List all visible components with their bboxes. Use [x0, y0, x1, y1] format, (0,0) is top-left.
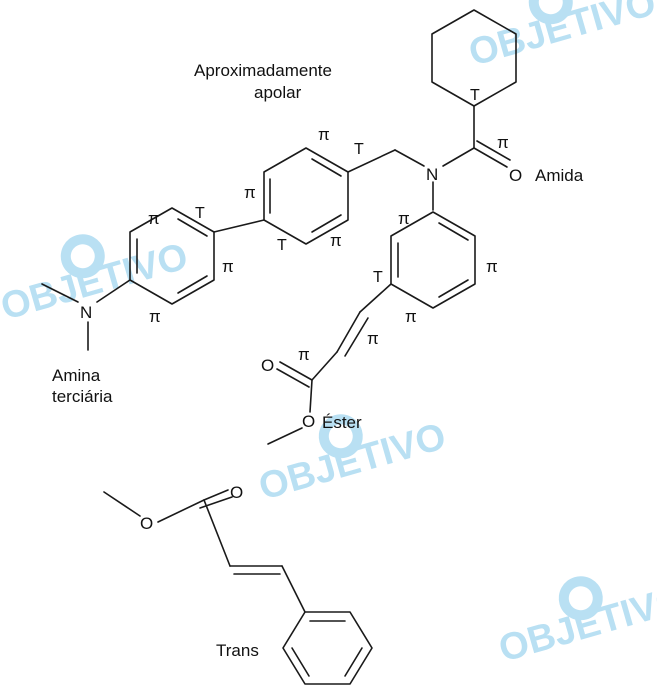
bond-amine-methyl-1 — [41, 283, 79, 303]
amine-label-line1: Amina — [52, 366, 101, 385]
cinnamate-carbonyl-oxygen-label: O — [230, 483, 243, 502]
watermark-top-right: OBJETIVO — [464, 0, 657, 75]
bond-ester-methyl — [267, 427, 303, 445]
pi-marker: π — [486, 257, 498, 276]
ester-label: Éster — [322, 413, 362, 432]
bond-carbonyl-nitrogen — [442, 147, 475, 167]
pi-marker: π — [367, 329, 379, 348]
watermark-text: OBJETIVO — [494, 577, 657, 670]
watermark-center: OBJETIVO — [254, 414, 451, 509]
pi-marker: π — [244, 183, 256, 202]
amide-label: Amida — [535, 166, 584, 185]
bond-ring-vinyl — [359, 283, 392, 313]
bond-vinyl-carbonyl — [311, 351, 338, 381]
cinnamate-alkene-ring-bond — [281, 565, 306, 613]
amine-label-line2: terciária — [52, 387, 113, 406]
ester-carbonyl-oxygen-label: O — [261, 356, 274, 375]
watermark-text: OBJETIVO — [464, 0, 657, 75]
amide-carbonyl-double-bond — [473, 140, 511, 168]
cinnamate-carbonyl-alkene-bond — [203, 499, 231, 567]
biphenyl-ring-right — [263, 147, 349, 245]
watermark-logo-icon — [318, 414, 363, 459]
ester-carbonyl-double-bond — [276, 361, 313, 388]
cyclohexane-ring — [431, 9, 517, 107]
watermark-logo-icon — [528, 0, 573, 25]
pi-marker: π — [149, 307, 161, 326]
pi-marker: π — [222, 257, 234, 276]
amine-nitrogen-label: N — [80, 303, 92, 322]
pi-marker: π — [330, 231, 342, 250]
pi-marker: π — [298, 345, 310, 364]
acrylate-double-bond — [336, 311, 369, 357]
pi-marker: π — [405, 307, 417, 326]
amide-oxygen-label: O — [509, 166, 522, 185]
bond-carbonyl-ester-oxygen — [309, 379, 313, 413]
tetrahedral-marker: T — [277, 237, 287, 254]
cinnamate-phenyl-ring — [282, 611, 373, 685]
bond-nitrogen-ch2 — [394, 149, 425, 167]
watermark-bottom-right: OBJETIVO — [494, 576, 657, 671]
bond-ring-amine — [96, 279, 131, 303]
pi-marker: π — [148, 209, 160, 228]
trans-label: Trans — [216, 641, 259, 660]
watermark-logo-icon — [60, 234, 105, 279]
watermark-left: OBJETIVO — [0, 234, 193, 329]
tetrahedral-marker: T — [470, 87, 480, 104]
bond-biphenyl-link — [213, 219, 265, 233]
amide-nitrogen-label: N — [426, 165, 438, 184]
apolar-region-label-line1: Aproximadamente — [194, 61, 332, 80]
cinnamate-oxygen-carbonyl-bond — [157, 499, 205, 523]
pi-marker: π — [318, 125, 330, 144]
cinnamate-ester-oxygen-label: O — [140, 514, 153, 533]
bond-ch2-ring — [347, 149, 396, 173]
apolar-region-label-line2: apolar — [254, 83, 302, 102]
pi-marker: π — [398, 209, 410, 228]
cinnamate-carbonyl-double-bond — [199, 489, 233, 509]
watermark-logo-icon — [558, 576, 603, 621]
tetrahedral-marker: T — [195, 205, 205, 222]
tetrahedral-marker: T — [373, 269, 383, 286]
biphenyl-ring-left — [129, 207, 215, 305]
tetrahedral-marker: T — [354, 141, 364, 158]
cinnamate-trans-double-bond — [229, 565, 283, 575]
ester-oxygen-label: O — [302, 412, 315, 431]
pi-marker: π — [497, 133, 509, 152]
n-phenyl-ring — [390, 211, 476, 309]
cinnamate-methyl-bond — [103, 491, 141, 517]
